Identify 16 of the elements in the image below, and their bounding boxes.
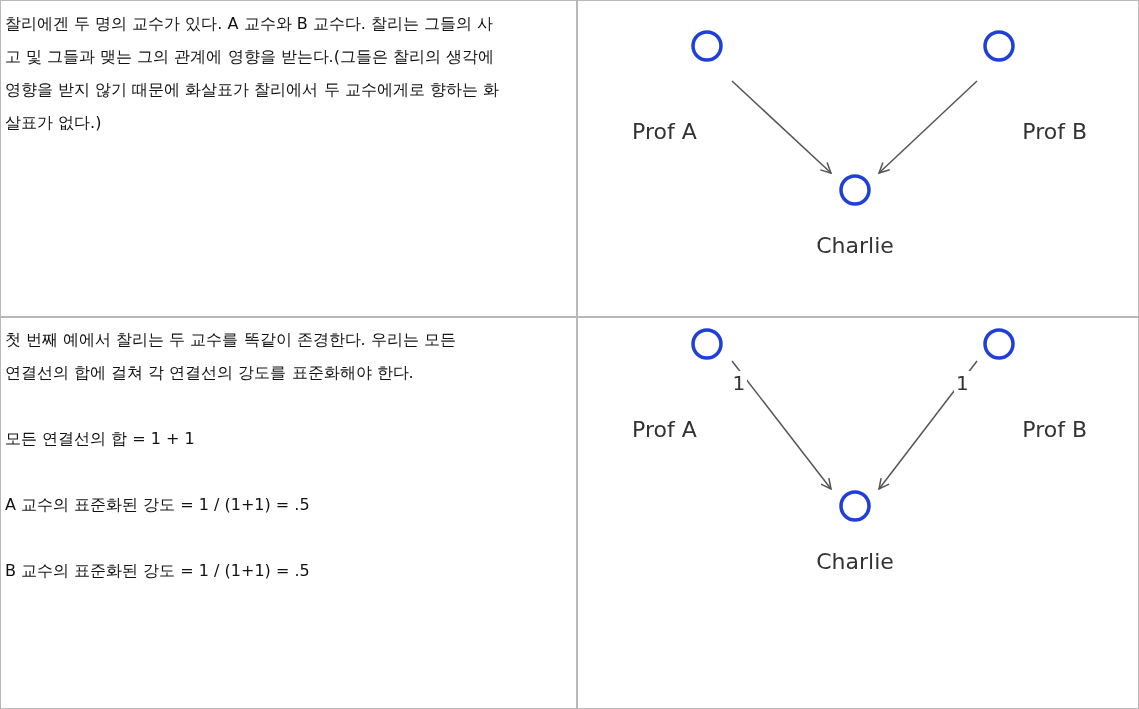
paragraph: A 교수의 표준화된 강도 = 1 / (1+1) = .5 — [5, 494, 311, 516]
paragraph: B 교수의 표준화된 강도 = 1 / (1+1) = .5 — [5, 560, 311, 582]
arrow — [731, 80, 832, 174]
node-label: Prof B — [1022, 417, 1087, 442]
paragraph: 첫 번째 예에서 찰리는 두 교수를 똑같이 존경한다. 우리는 모든 연결선의 합에 걸쳐 각 연결선의 강도를 표준화해야 한다. — [5, 329, 457, 384]
paragraph: 모든 연결선의 합 = 1 + 1 — [5, 428, 196, 450]
node-label: Charlie — [816, 233, 894, 258]
node-label: Prof A — [632, 119, 697, 144]
arrow — [878, 360, 978, 490]
edge-label: 1 — [954, 371, 971, 395]
node-label: Prof B — [1022, 119, 1087, 144]
node-label: Charlie — [816, 549, 894, 574]
arrow — [731, 360, 832, 490]
arrow — [878, 80, 978, 174]
node-label: Prof A — [632, 417, 697, 442]
paragraph: 찰리에겐 두 명의 교수가 있다. A 교수와 B 교수다. 찰리는 그들의 사고 및 그들과 맺는 그의 관계에 영향을 받는다.(그들은 찰리의 생각에 영향을 받지 않기 때문에 화살표가 찰리에서 두 교수에게로 향하는 화살표가 없다.) — [5, 13, 500, 134]
